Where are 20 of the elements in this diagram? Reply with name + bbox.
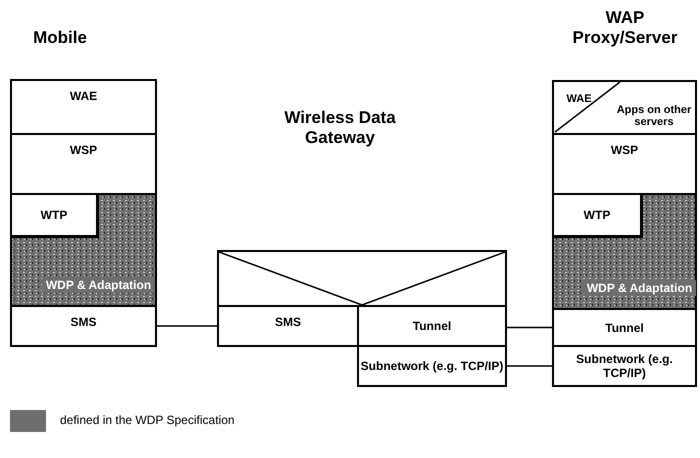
connector-line xyxy=(507,365,552,367)
column-heading: Wireless Data Gateway xyxy=(283,108,397,148)
protocol-layer-box: WSP xyxy=(10,133,157,195)
protocol-layer-box: WSP xyxy=(552,133,697,195)
connector-line xyxy=(157,325,217,327)
protocol-layer-box: Tunnel xyxy=(552,308,697,347)
column-heading: WAP Proxy/Server xyxy=(572,8,678,48)
protocol-layer-box: WTP xyxy=(10,193,98,237)
protocol-layer-box: WAE xyxy=(10,79,157,135)
layer-text: Apps on other servers xyxy=(612,100,696,132)
protocol-layer-box: Subnetwork (e.g. TCP/IP) xyxy=(552,345,697,387)
layer-text: WAE xyxy=(554,84,604,114)
column-heading: Mobile xyxy=(32,28,88,48)
legend-text: defined in the WDP Specification xyxy=(60,413,235,427)
connector-line xyxy=(507,326,552,328)
gateway-top-box xyxy=(217,250,507,307)
protocol-layer-box: WTP xyxy=(552,193,642,237)
protocol-layer-box: Subnetwork (e.g. TCP/IP) xyxy=(357,345,507,387)
protocol-layer-box: SMS xyxy=(10,305,157,347)
protocol-layer-box: SMS xyxy=(217,305,359,347)
